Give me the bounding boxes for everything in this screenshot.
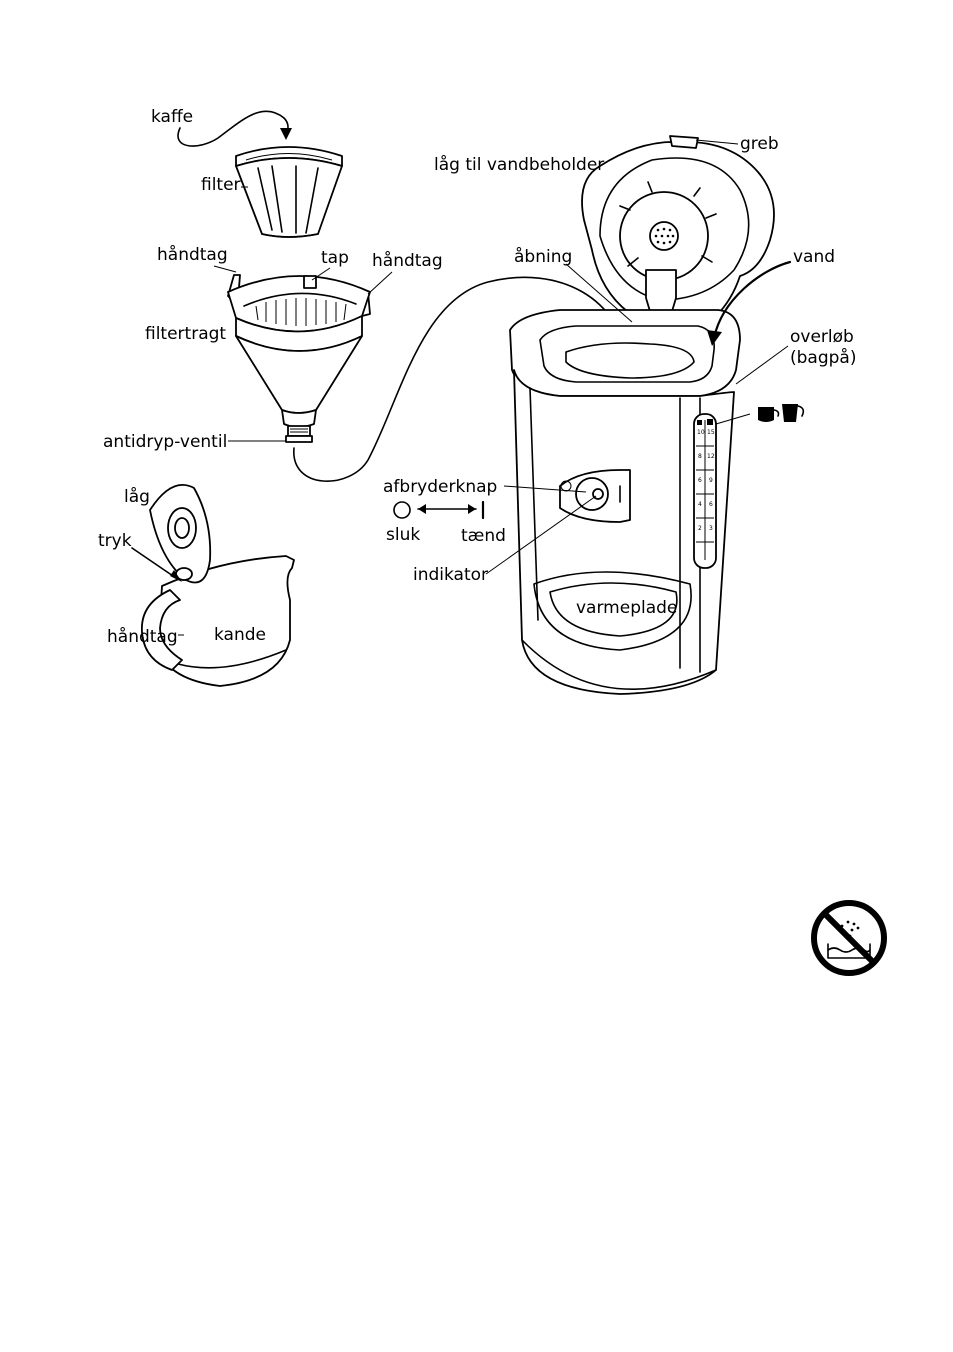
label-aabning: åbning [514, 246, 572, 267]
label-kaffe: kaffe [151, 107, 193, 127]
label-indikator: indikator [413, 565, 488, 585]
label-kande: kande [214, 625, 266, 645]
filter-funnel [228, 275, 370, 442]
gauge-right-6: 6 [709, 501, 713, 508]
label-laag: låg [124, 486, 150, 507]
label-handle-jug: håndtag [107, 626, 178, 647]
label-handle-right: håndtag [372, 250, 443, 271]
label-overflow-1: overløb [790, 327, 854, 347]
gauge-left-8: 8 [698, 453, 702, 460]
gauge-left-10: 10 [697, 429, 705, 436]
label-switch: afbryderknap [383, 477, 497, 497]
coffee-pour-arrow [178, 111, 292, 146]
gauge-right-15: 15 [707, 429, 715, 436]
label-filter: filter [201, 175, 241, 195]
label-varmeplade: varmeplade [576, 598, 677, 618]
coffee-filter [236, 147, 342, 237]
gauge-left-2: 2 [698, 525, 702, 532]
label-reservoir-lid: låg til vandbeholder [434, 154, 604, 175]
gauge-right-3: 3 [709, 525, 713, 532]
label-handle-left: håndtag [157, 244, 228, 265]
cup-and-mug-icon [758, 404, 803, 422]
gauge-right-9: 9 [709, 477, 713, 484]
label-sluk: sluk [386, 525, 420, 545]
gauge-right-12: 12 [707, 453, 715, 460]
label-greb: greb [740, 134, 779, 154]
label-vand: vand [793, 247, 835, 267]
off-circle-icon [394, 502, 410, 518]
power-symbols [394, 502, 483, 518]
label-tap: tap [321, 248, 349, 268]
gauge-left-4: 4 [698, 501, 702, 508]
label-filtertragt: filtertragt [145, 324, 226, 344]
gauge-left-6: 6 [698, 477, 702, 484]
coffee-jug [142, 485, 294, 686]
no-immersion-icon [814, 903, 884, 973]
label-overflow-2: (bagpå) [790, 347, 856, 368]
label-taend: tænd [461, 526, 506, 546]
label-antidryp: antidryp-ventil [103, 432, 227, 452]
label-tryk: tryk [98, 531, 132, 551]
